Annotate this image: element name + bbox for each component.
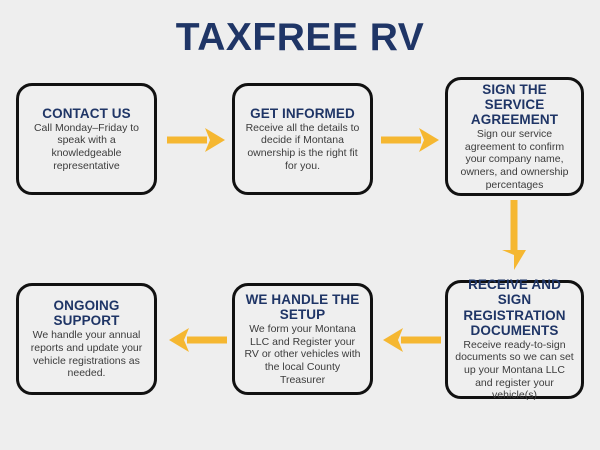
step-body: We handle your annual reports and update… [30, 329, 143, 380]
step-box-sign-the-service-agreement[interactable]: SIGN THE SERVICE AGREEMENT Sign our serv… [445, 77, 584, 196]
step-body: We form your Montana LLC and Register yo… [244, 323, 361, 386]
step-body: Sign our service agreement to confirm yo… [460, 128, 569, 191]
step-title: GET INFORMED [250, 105, 355, 121]
step-box-get-informed[interactable]: GET INFORMED Receive all the details to … [232, 83, 373, 195]
step-title: WE HANDLE THE SETUP [245, 291, 360, 323]
step-box-receive-and-sign-registration-documents[interactable]: RECEIVE AND SIGN REGISTRATION DOCUMENTS … [445, 277, 584, 402]
arrow-right-icon [167, 126, 227, 154]
step-body: Receive all the details to decide if Mon… [245, 121, 360, 172]
step-box-ongoing-support[interactable]: ONGOING SUPPORT We handle your annual re… [16, 283, 157, 395]
arrow-left-icon [381, 326, 441, 354]
arrow-left-icon [167, 326, 227, 354]
arrow-right-icon [381, 126, 441, 154]
step-title: ONGOING SUPPORT [53, 298, 120, 329]
step-title: SIGN THE SERVICE AGREEMENT [470, 81, 559, 128]
step-title: CONTACT US [42, 105, 131, 121]
step-box-we-handle-the-setup[interactable]: WE HANDLE THE SETUP We form your Montana… [232, 283, 373, 395]
step-body: Call Monday–Friday to speak with a knowl… [33, 121, 140, 172]
page-title: TAXFREE RV [175, 16, 425, 59]
step-title: RECEIVE AND SIGN REGISTRATION DOCUMENTS [463, 277, 566, 338]
step-box-contact-us[interactable]: CONTACT US Call Monday–Friday to speak w… [16, 83, 157, 195]
arrow-down-icon [500, 200, 528, 272]
step-body: Receive ready-to-sign documents so we ca… [455, 338, 574, 402]
